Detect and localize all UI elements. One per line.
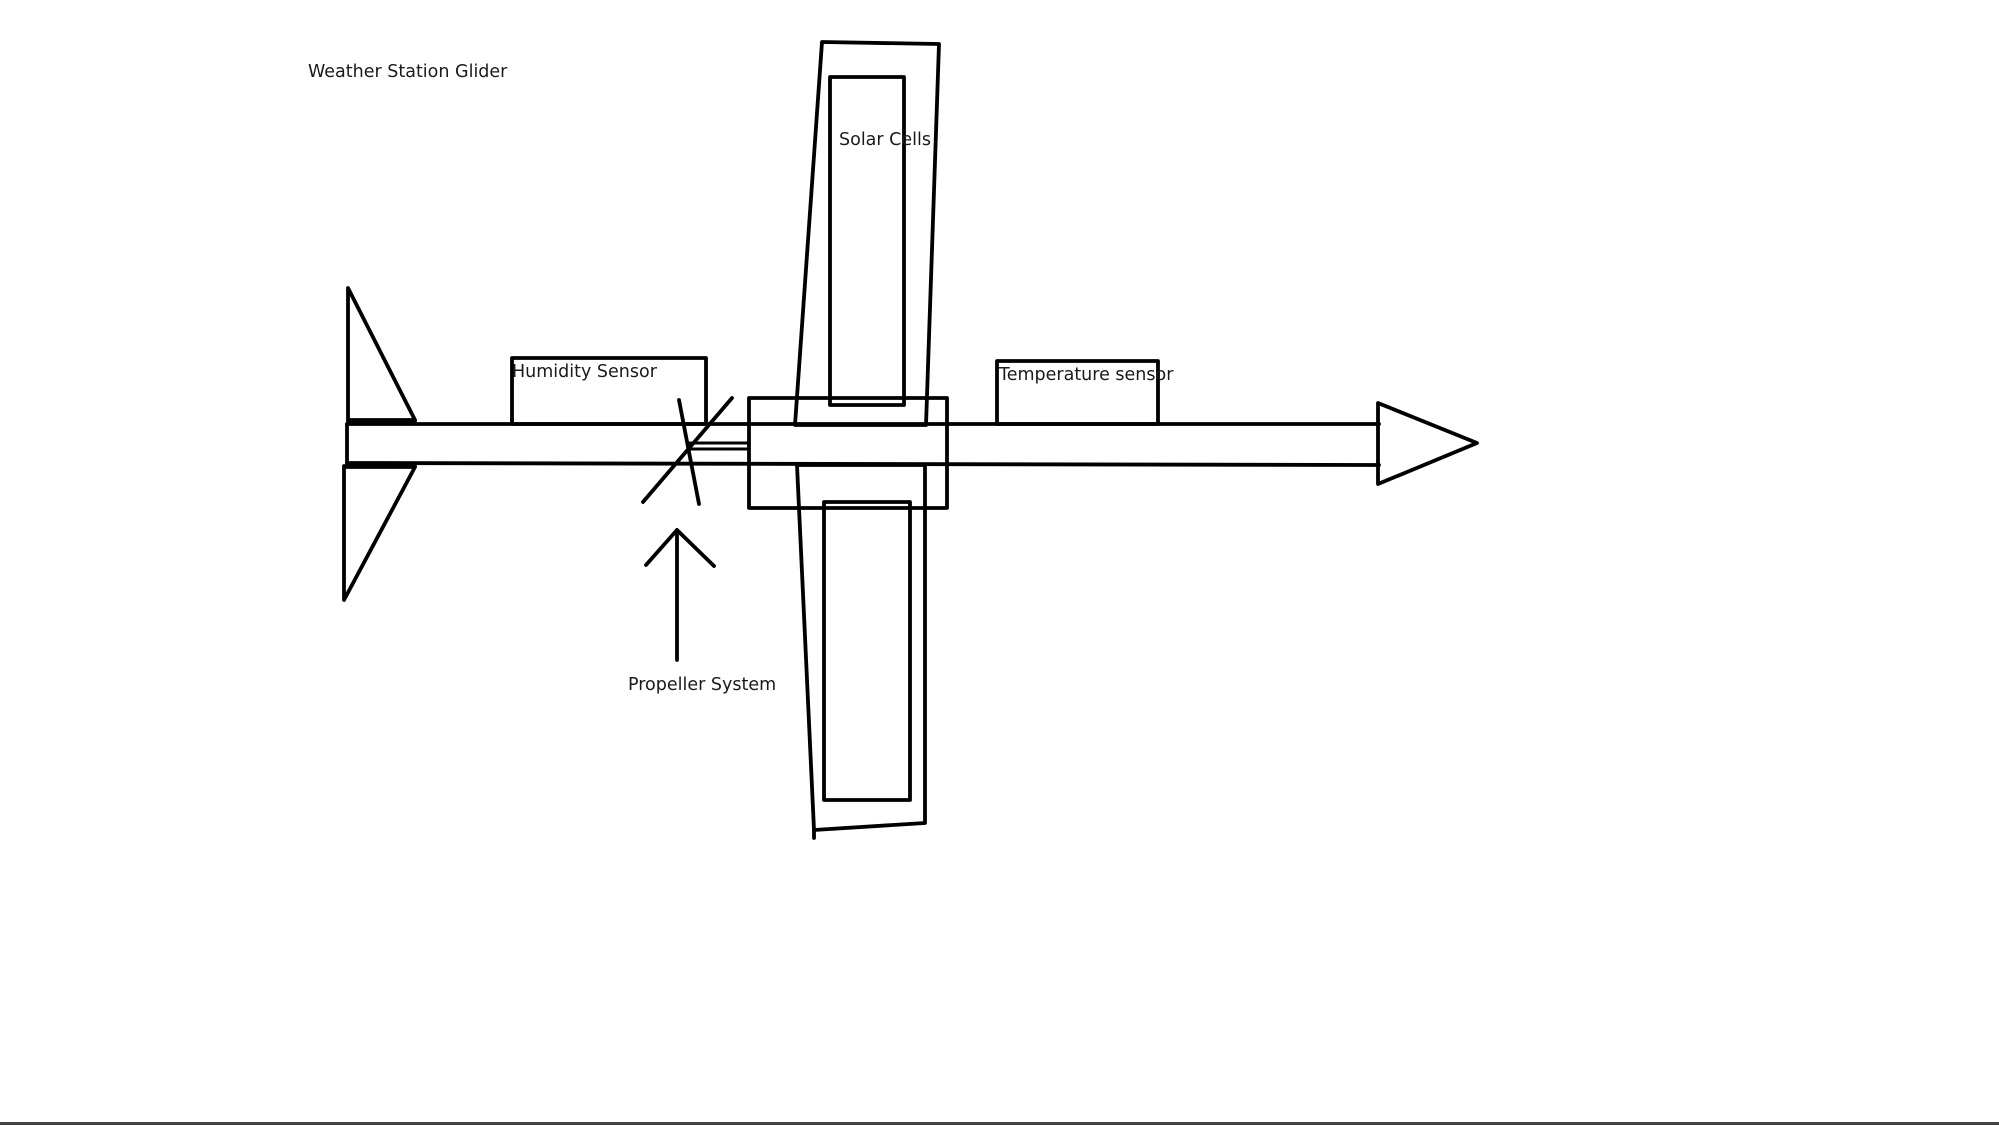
tail-fin-upper <box>346 286 417 422</box>
solar-cells-label: Solar Cells <box>839 130 931 150</box>
upper-wing <box>793 40 941 427</box>
propeller-blade-2 <box>677 398 701 506</box>
solar-cells-panel-upper <box>828 75 906 407</box>
temperature-sensor-box <box>995 359 1160 426</box>
propeller-system-label: Propeller System <box>628 675 776 695</box>
solar-cells-panel-lower <box>822 500 912 802</box>
diagram-title: Weather Station Glider <box>308 62 508 82</box>
temperature-sensor-label: Temperature sensor <box>998 365 1174 385</box>
humidity-sensor-label: Humidity Sensor <box>512 362 658 382</box>
lower-wing <box>795 463 927 832</box>
wing-mount-box <box>747 396 949 510</box>
tail-fin-lower <box>342 465 417 602</box>
humidity-sensor-box <box>510 356 708 426</box>
propeller-pointer-arrowhead <box>644 528 716 568</box>
fuselage-bottom-edge <box>345 461 1381 467</box>
bottom-border <box>0 1122 1999 1125</box>
nose-cone <box>1376 401 1479 486</box>
